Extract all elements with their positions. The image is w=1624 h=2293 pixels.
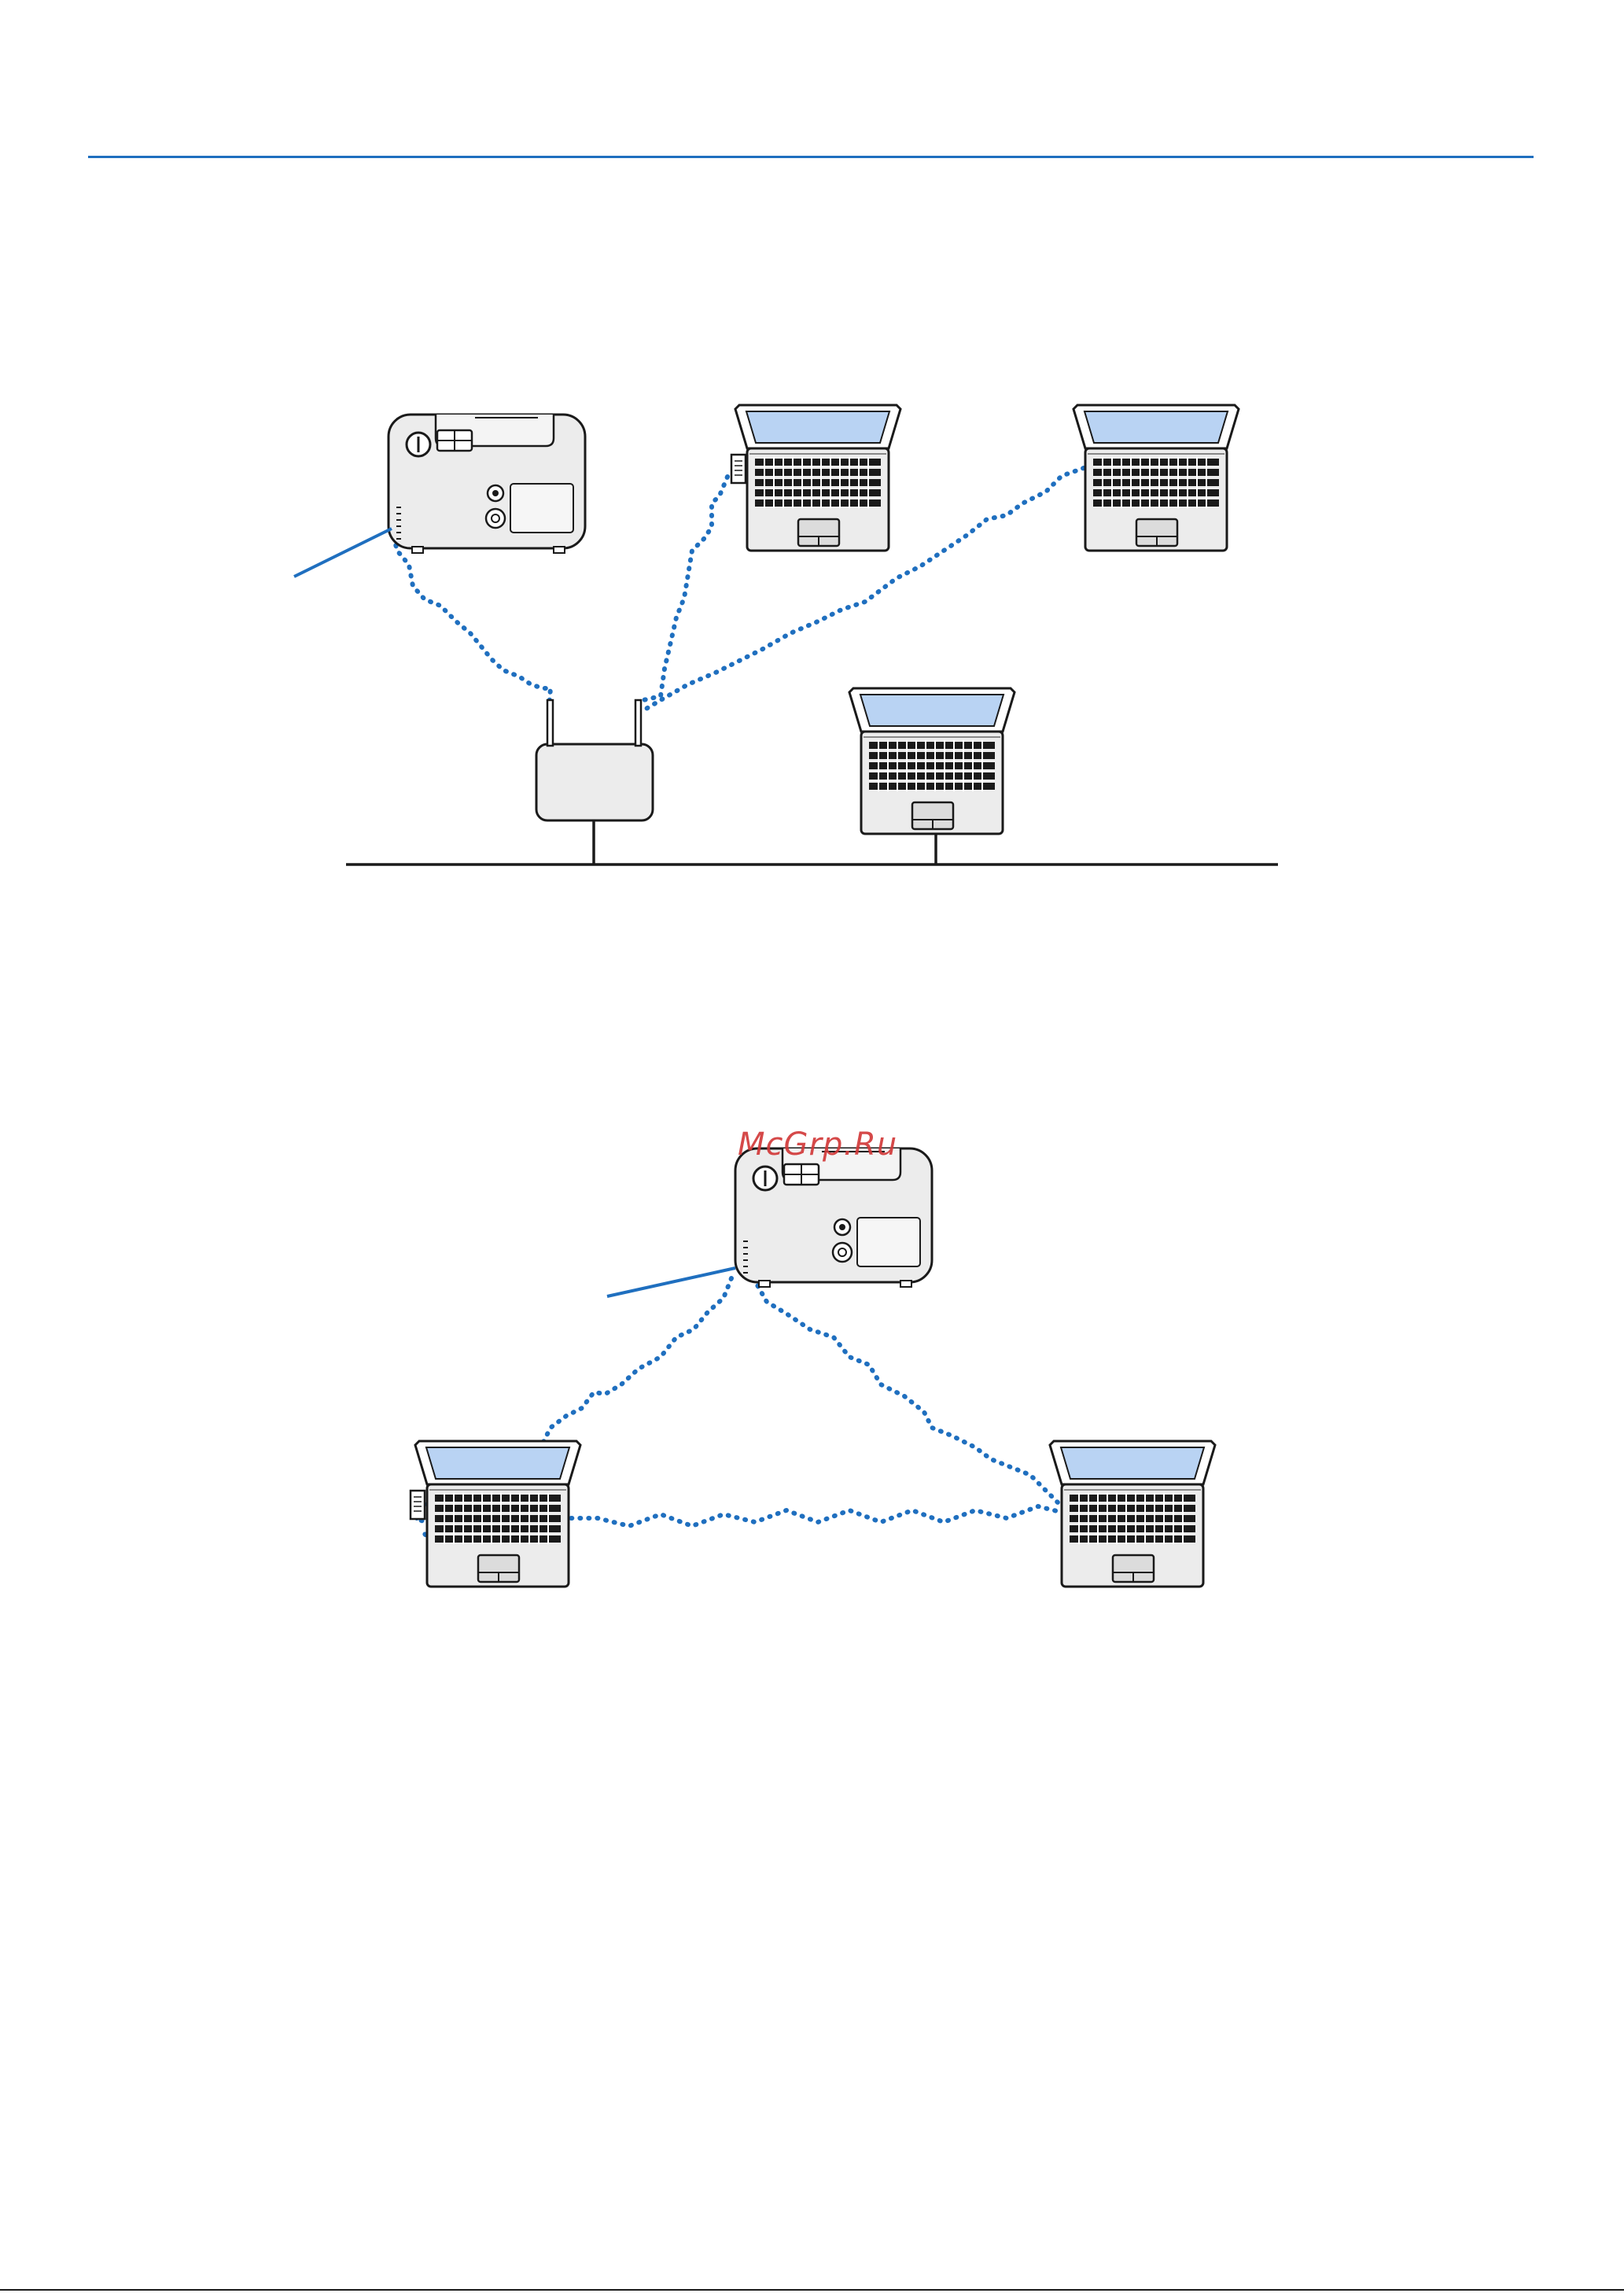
projector-antenna-callout xyxy=(294,529,392,577)
link-projector-to-access-point xyxy=(392,529,551,708)
laptop-icon xyxy=(849,688,1015,834)
projector-icon xyxy=(389,415,585,553)
usb-adapter-icon xyxy=(411,1491,425,1519)
diagram-ad-hoc xyxy=(411,1148,1215,1587)
access-point-icon xyxy=(536,700,653,820)
link-projector-to-laptop-right xyxy=(753,1278,1089,1522)
laptop-icon xyxy=(415,1441,580,1587)
laptop-icon xyxy=(1073,405,1239,551)
watermark-text: McGrp.Ru xyxy=(738,1126,897,1163)
top-wired-lan xyxy=(346,820,1278,864)
diagram-infrastructure xyxy=(294,405,1278,864)
laptop-icon xyxy=(1050,1441,1215,1587)
projector-icon xyxy=(735,1148,932,1287)
laptop-icon xyxy=(735,405,900,551)
usb-adapter-icon xyxy=(731,455,746,483)
projector-antenna-callout xyxy=(607,1268,735,1296)
